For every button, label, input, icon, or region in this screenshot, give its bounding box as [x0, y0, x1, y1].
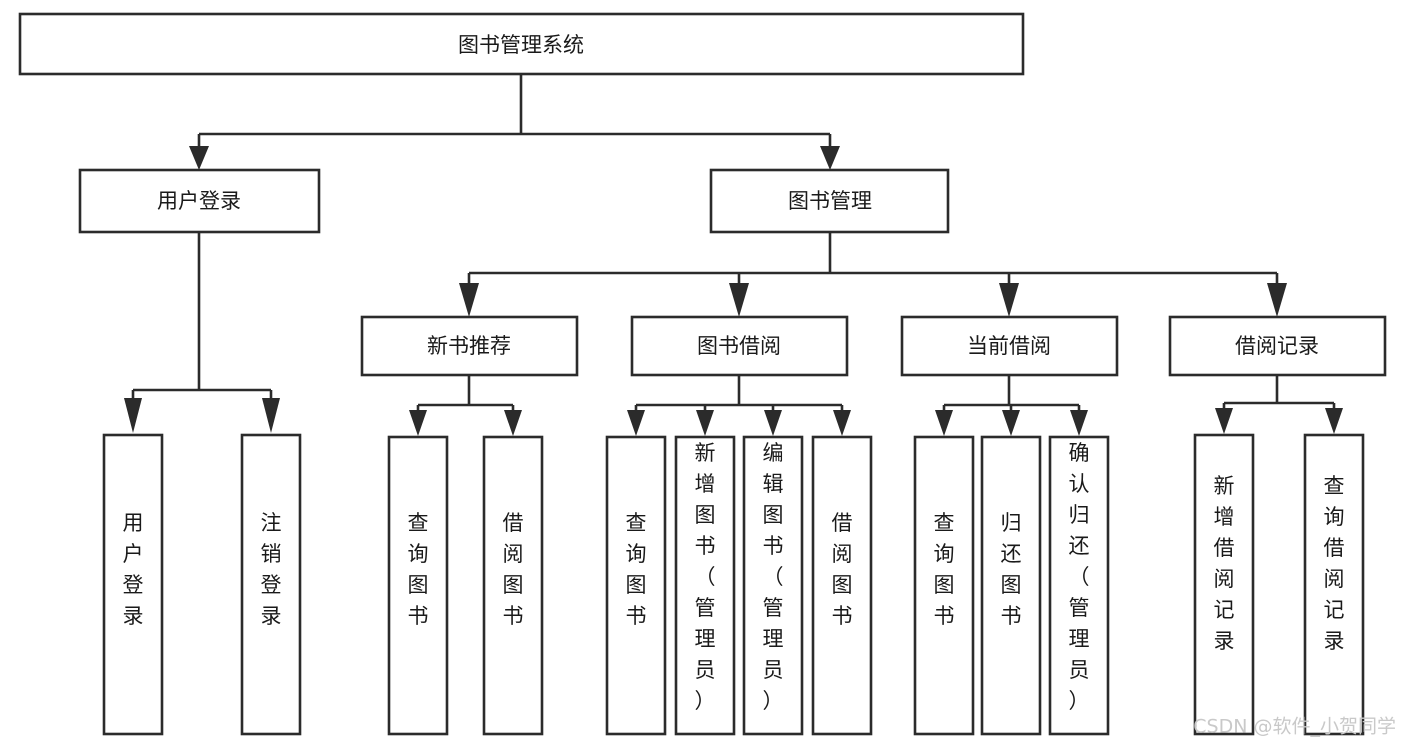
arrow-head-icon — [1002, 410, 1020, 436]
edge-records-to-leaves — [1215, 375, 1343, 434]
arrow-head-icon — [409, 410, 427, 436]
node-login-label: 用户登录 — [157, 189, 241, 213]
node-login-box[interactable] — [78, 168, 321, 234]
node-records-add-label: 新增借阅记录 — [1214, 474, 1235, 653]
node-borrow-add-label: 新增图书（管理员） — [695, 441, 716, 713]
arrow-head-icon — [1215, 408, 1233, 434]
node-login-user-label: 用户登录 — [123, 511, 144, 628]
node-login-user[interactable]: 用户登录 — [102, 433, 164, 736]
node-root-label: 图书管理系统 — [458, 33, 584, 57]
node-borrow-lend-box[interactable] — [811, 435, 873, 736]
node-borrow-edit-box[interactable] — [742, 435, 804, 736]
edge-bookmgmt-to-level2 — [459, 232, 1287, 317]
node-newbook-query[interactable]: 查询图书 — [387, 435, 449, 736]
node-login-logout-box[interactable] — [240, 433, 302, 736]
node-current[interactable]: 当前借阅 — [900, 315, 1119, 377]
arrow-head-icon — [833, 410, 851, 436]
node-borrow-edit-label: 编辑图书（管理员） — [763, 441, 784, 713]
watermark-label: CSDN @软件_小贺同学 — [1193, 716, 1396, 738]
node-newbook-borrow[interactable]: 借阅图书 — [482, 435, 544, 736]
arrow-head-icon — [262, 398, 280, 433]
node-newbook-borrow-label: 借阅图书 — [503, 511, 524, 628]
node-current-confirm-label: 确认归还（管理员） — [1069, 441, 1090, 713]
node-newbook[interactable]: 新书推荐 — [360, 315, 579, 377]
node-login-logout-label: 注销登录 — [261, 511, 282, 628]
node-borrow-lend[interactable]: 借阅图书 — [811, 435, 873, 736]
node-records-label: 借阅记录 — [1235, 334, 1319, 358]
node-login-user-box[interactable] — [102, 433, 164, 736]
edge-borrow-to-leaves — [627, 375, 851, 436]
node-current-box[interactable] — [900, 315, 1119, 377]
node-newbook-label: 新书推荐 — [427, 334, 511, 358]
node-root-box[interactable] — [18, 12, 1025, 76]
node-records[interactable]: 借阅记录 — [1168, 315, 1387, 377]
node-newbook-query-label: 查询图书 — [408, 511, 429, 628]
arrow-head-icon — [935, 410, 953, 436]
node-borrow-query-box[interactable] — [605, 435, 667, 736]
node-records-add[interactable]: 新增借阅记录 — [1193, 433, 1255, 736]
node-current-label: 当前借阅 — [967, 334, 1051, 358]
arrow-head-icon — [189, 146, 209, 170]
node-current-confirm[interactable]: 确认归还（管理员） — [1048, 435, 1110, 736]
node-current-return[interactable]: 归还图书 — [980, 435, 1042, 736]
node-current-return-label: 归还图书 — [1001, 511, 1022, 628]
node-borrow-box[interactable] — [630, 315, 849, 377]
node-newbook-query-box[interactable] — [387, 435, 449, 736]
arrow-head-icon — [729, 283, 749, 317]
arrow-head-icon — [696, 410, 714, 436]
node-current-return-box[interactable] — [980, 435, 1042, 736]
node-borrow[interactable]: 图书借阅 — [630, 315, 849, 377]
connector-layer — [124, 74, 1343, 436]
node-borrow-add[interactable]: 新增图书（管理员） — [674, 435, 736, 736]
node-newbook-box[interactable] — [360, 315, 579, 377]
edge-current-to-leaves — [935, 375, 1088, 436]
arrow-head-icon — [627, 410, 645, 436]
arrow-head-icon — [764, 410, 782, 436]
arrow-head-icon — [999, 283, 1019, 317]
edge-root-to-level1 — [189, 74, 840, 170]
node-current-query-box[interactable] — [913, 435, 975, 736]
edge-login-to-leaves — [124, 232, 280, 433]
arrow-head-icon — [459, 283, 479, 317]
node-borrow-query[interactable]: 查询图书 — [605, 435, 667, 736]
node-bookmgmt[interactable]: 图书管理 — [709, 168, 950, 234]
node-bookmgmt-box[interactable] — [709, 168, 950, 234]
arrow-head-icon — [124, 398, 142, 433]
node-current-confirm-box[interactable] — [1048, 435, 1110, 736]
node-borrow-add-box[interactable] — [674, 435, 736, 736]
node-records-query[interactable]: 查询借阅记录 — [1303, 433, 1365, 736]
arrow-head-icon — [820, 146, 840, 170]
node-records-box[interactable] — [1168, 315, 1387, 377]
node-borrow-label: 图书借阅 — [697, 334, 781, 358]
node-root[interactable]: 图书管理系统 — [18, 12, 1025, 76]
node-records-query-box[interactable] — [1303, 433, 1365, 736]
node-newbook-borrow-box[interactable] — [482, 435, 544, 736]
node-records-add-box[interactable] — [1193, 433, 1255, 736]
node-borrow-lend-label: 借阅图书 — [832, 511, 853, 628]
arrow-head-icon — [1267, 283, 1287, 317]
arrow-head-icon — [504, 410, 522, 436]
edge-newbook-to-leaves — [409, 375, 522, 436]
node-login-logout[interactable]: 注销登录 — [240, 433, 302, 736]
node-borrow-query-label: 查询图书 — [626, 511, 647, 628]
arrow-head-icon — [1325, 408, 1343, 434]
node-login[interactable]: 用户登录 — [78, 168, 321, 234]
node-records-query-label: 查询借阅记录 — [1324, 474, 1345, 653]
node-current-query[interactable]: 查询图书 — [913, 435, 975, 736]
node-current-query-label: 查询图书 — [934, 511, 955, 628]
node-bookmgmt-label: 图书管理 — [788, 189, 872, 213]
node-borrow-edit[interactable]: 编辑图书（管理员） — [742, 435, 804, 736]
arrow-head-icon — [1070, 410, 1088, 436]
